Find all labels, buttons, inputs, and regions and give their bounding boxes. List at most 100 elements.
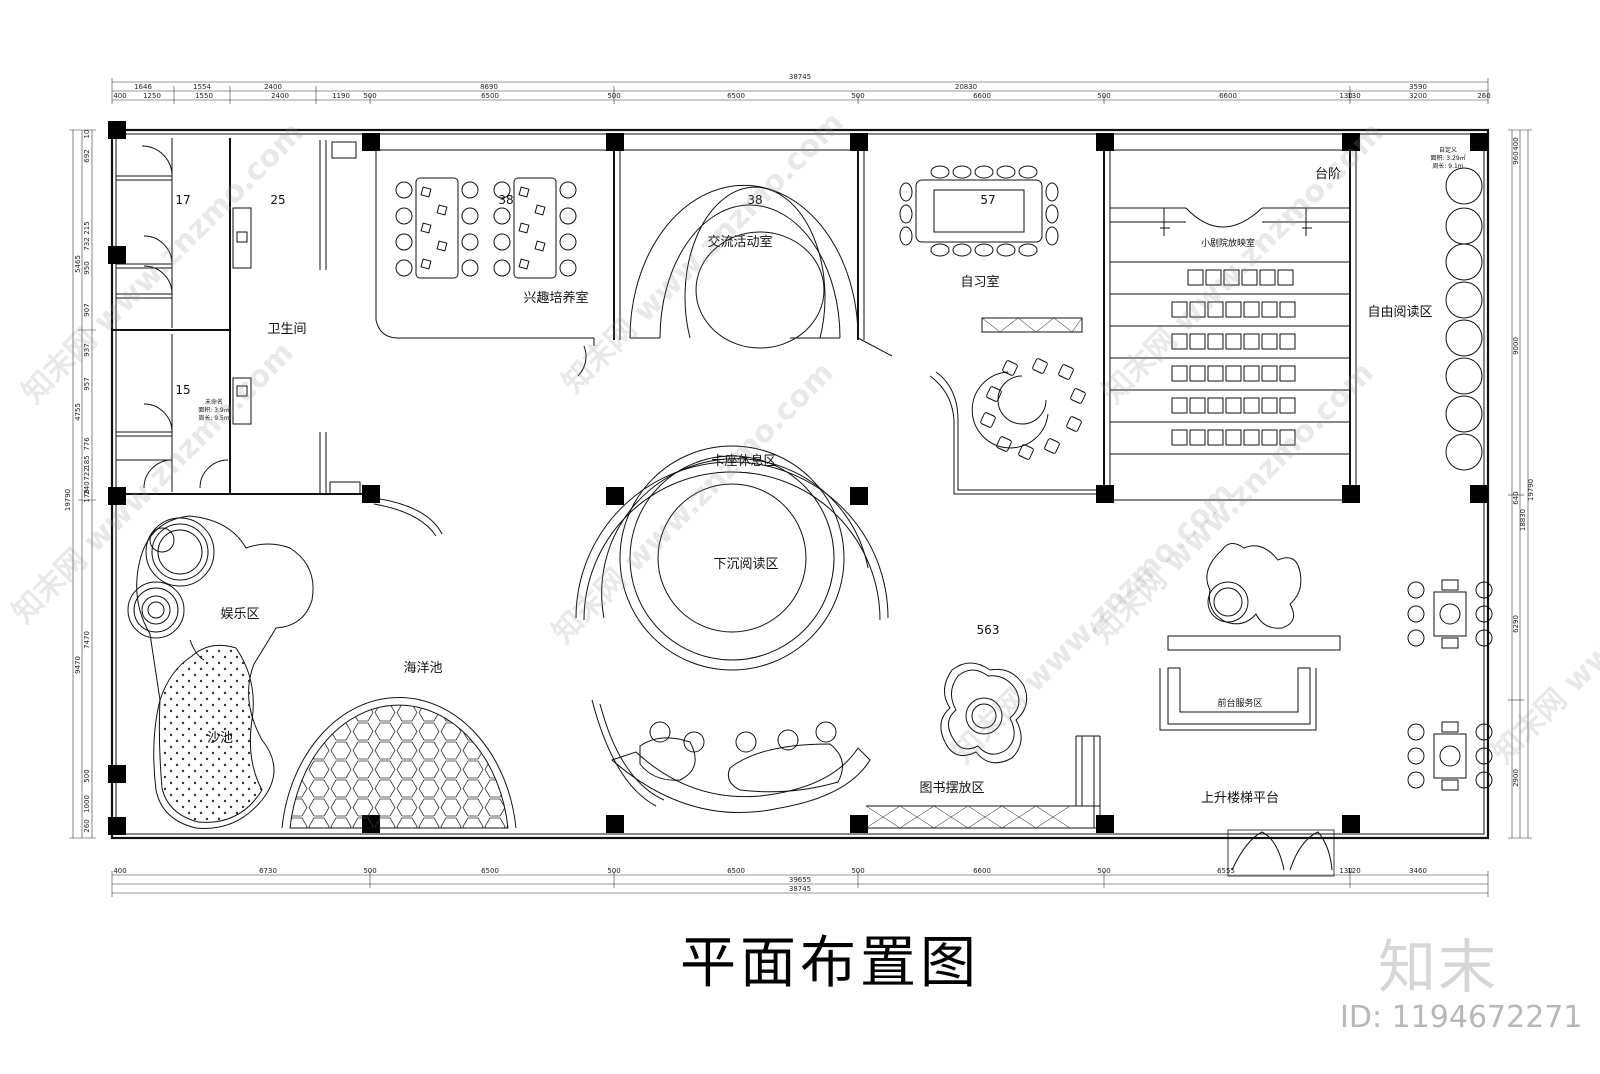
chair [461, 233, 479, 251]
cinema-seat [1225, 429, 1242, 446]
dim-top-inner: 130 [1339, 92, 1352, 100]
dim-right-inner: 9000 [1512, 337, 1520, 355]
cinema-seat [1261, 365, 1278, 382]
label-sand-pool: 沙池 [207, 731, 233, 746]
column [1096, 133, 1114, 151]
reading-seat [1445, 433, 1483, 471]
dim-top-inner: 1250 [143, 92, 161, 100]
note-free-2: 面积: 3.29㎡ [1430, 154, 1465, 162]
area-25: 25 [270, 193, 285, 207]
book [534, 240, 546, 252]
cinema-seat [1189, 429, 1206, 446]
dim-top-inner: 130 [1347, 92, 1360, 100]
note-free-3: 周长: 9.1m [1432, 162, 1463, 170]
dim-left-inner: 178 [83, 489, 91, 502]
cinema-seat [1187, 269, 1204, 286]
reading-seat [1445, 207, 1483, 245]
dim-bottom-inner: 120 [1347, 867, 1360, 875]
group-chair [1475, 581, 1493, 599]
dim-top-inner: 500 [851, 92, 864, 100]
dim-left-inner: 260 [83, 819, 91, 832]
reading-seat [1445, 243, 1483, 281]
dim-right-total-2: 18830 [1519, 509, 1527, 531]
dim-right-total: 19790 [1527, 479, 1535, 501]
cinema-seat [1279, 429, 1296, 446]
group-chair [1441, 721, 1459, 733]
group-chair [1475, 747, 1493, 765]
dim-left-inner: 722 [83, 467, 91, 480]
cinema-seat [1225, 301, 1242, 318]
column [850, 487, 868, 505]
chair [559, 233, 577, 251]
cinema-seat [1225, 397, 1242, 414]
group-table-center [1439, 745, 1461, 767]
column [108, 487, 126, 505]
reading-seat [1445, 281, 1483, 319]
dim-top-mid: 20830 [955, 83, 977, 91]
dim-top-mid: 8690 [480, 83, 498, 91]
dim-top-total: 38745 [789, 73, 811, 81]
chair [493, 181, 511, 199]
column [362, 485, 380, 503]
chair [461, 207, 479, 225]
chair [974, 243, 994, 257]
study-room-table [899, 165, 1086, 460]
chair [493, 259, 511, 277]
dim-bottom-inner: 6600 [973, 867, 991, 875]
group-chair [1475, 605, 1493, 623]
exchange-room-arcs [629, 184, 893, 357]
chair [1070, 388, 1086, 404]
dim-left-total: 19790 [64, 489, 72, 511]
cinema-seat [1189, 333, 1206, 350]
chair [493, 207, 511, 225]
room-labels: 卫生间 兴趣培养室 交流活动室 自习室 小剧院放映室 台阶 自由阅读区 卡座休息… [175, 146, 1465, 806]
drawing-title: 平面布置图 [680, 931, 980, 996]
cinema-seat [1241, 269, 1258, 286]
chair [559, 207, 577, 225]
interest-room-desks [395, 177, 577, 279]
chair [899, 182, 913, 202]
column [1342, 485, 1360, 503]
cinema-seat [1279, 365, 1296, 382]
reading-seat [1445, 319, 1483, 357]
cinema-seating [1110, 207, 1350, 455]
group-chair [1407, 771, 1425, 789]
booth-seating [591, 699, 871, 814]
chair [952, 243, 972, 257]
cinema-seat [1189, 301, 1206, 318]
cinema-seat [1207, 397, 1224, 414]
cinema-seat [1261, 301, 1278, 318]
cinema-seat [1171, 365, 1188, 382]
dim-bottom-inner: 6500 [481, 867, 499, 875]
chair [899, 226, 913, 246]
dim-left-outer: 5465 [74, 255, 82, 273]
group-chair [1475, 771, 1493, 789]
note-small-2: 面积: 3.9㎡ [198, 406, 229, 414]
group-table [1433, 733, 1467, 779]
chair [461, 259, 479, 277]
chair [559, 259, 577, 277]
column [606, 815, 624, 833]
dim-bottom-inner: 6500 [727, 867, 745, 875]
dim-left-inner: 215 [83, 221, 91, 234]
column [850, 815, 868, 833]
column [1470, 485, 1488, 503]
group-chair [1407, 605, 1425, 623]
dim-top-inner: 6500 [727, 92, 745, 100]
cinema-seat [1225, 365, 1242, 382]
group-chair [1407, 723, 1425, 741]
reading-seat [1445, 357, 1483, 395]
dim-left-inner: 732 [83, 237, 91, 250]
label-toilet: 卫生间 [267, 322, 306, 337]
label-sunken-reading: 下沉阅读区 [713, 557, 778, 572]
label-interest-room: 兴趣培养室 [523, 290, 588, 306]
cinema-seat [1171, 429, 1188, 446]
reception-area [1159, 543, 1341, 731]
cinema-seat [1243, 397, 1260, 414]
column [362, 133, 380, 151]
dim-right-inner: 960 [1512, 151, 1520, 164]
cinema-seat [1207, 301, 1224, 318]
note-free-1: 自定义 [1439, 146, 1457, 154]
reading-seat [1445, 167, 1483, 205]
